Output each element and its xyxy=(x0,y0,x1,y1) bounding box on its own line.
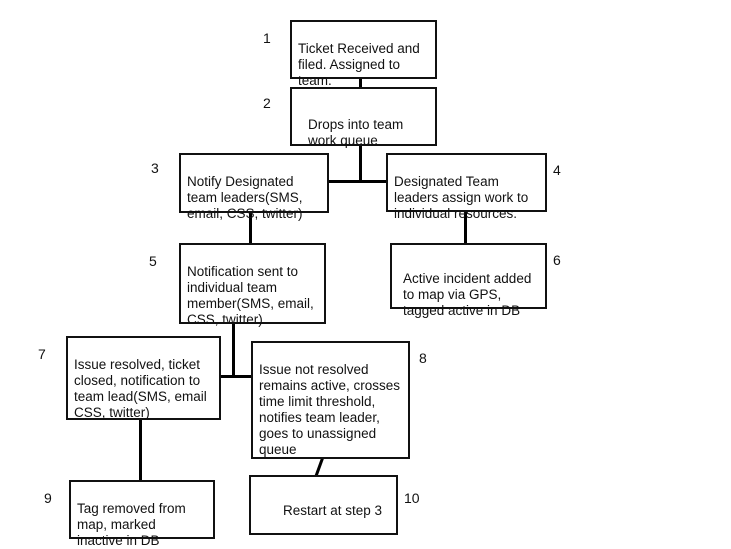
step-3-number: 3 xyxy=(151,160,159,176)
step-3-box: Notify Designated team leaders(SMS, emai… xyxy=(179,153,329,221)
connector-3-5 xyxy=(249,212,252,244)
step-1-box: Ticket Received and filed. Assigned to t… xyxy=(290,20,437,88)
step-10-box: Restart at step 3 xyxy=(249,475,398,535)
connector-7-8 xyxy=(220,375,252,378)
step-2-text: Drops into team work queue xyxy=(308,117,404,148)
step-2-number: 2 xyxy=(263,95,271,111)
connector-7-9 xyxy=(139,419,142,481)
step-6-number: 6 xyxy=(553,252,561,268)
step-10-number: 10 xyxy=(404,490,420,506)
step-1-number: 1 xyxy=(263,30,271,46)
connector-2-split xyxy=(359,146,362,183)
step-9-number: 9 xyxy=(44,490,52,506)
step-2-box: Drops into team work queue xyxy=(290,87,437,148)
step-4-number: 4 xyxy=(553,162,561,178)
step-7-text: Issue resolved, ticket closed, notificat… xyxy=(74,357,207,420)
step-8-box: Issue not resolved remains active, cross… xyxy=(251,341,410,459)
connector-1-2 xyxy=(359,77,362,88)
step-9-text: Tag removed from map, marked inactive in… xyxy=(77,501,186,548)
step-7-number: 7 xyxy=(38,346,46,362)
step-7-box: Issue resolved, ticket closed, notificat… xyxy=(66,336,221,420)
step-5-text: Notification sent to individual team mem… xyxy=(187,264,314,327)
connector-5-split xyxy=(232,323,235,378)
connector-4-6 xyxy=(464,211,467,244)
step-9-box: Tag removed from map, marked inactive in… xyxy=(69,480,215,548)
step-5-number: 5 xyxy=(149,253,157,269)
step-10-text: Restart at step 3 xyxy=(283,503,383,518)
step-3-text: Notify Designated team leaders(SMS, emai… xyxy=(187,174,303,221)
step-4-box: Designated Team leaders assign work to i… xyxy=(386,153,547,221)
step-5-box: Notification sent to individual team mem… xyxy=(179,243,326,327)
step-1-text: Ticket Received and filed. Assigned to t… xyxy=(298,41,420,88)
step-8-text: Issue not resolved remains active, cross… xyxy=(259,362,401,457)
step-4-text: Designated Team leaders assign work to i… xyxy=(394,174,529,221)
step-8-number: 8 xyxy=(419,350,427,366)
step-6-text: Active incident added to map via GPS, ta… xyxy=(403,271,532,318)
connector-3-4 xyxy=(328,180,386,183)
step-6-box: Active incident added to map via GPS, ta… xyxy=(390,243,547,318)
